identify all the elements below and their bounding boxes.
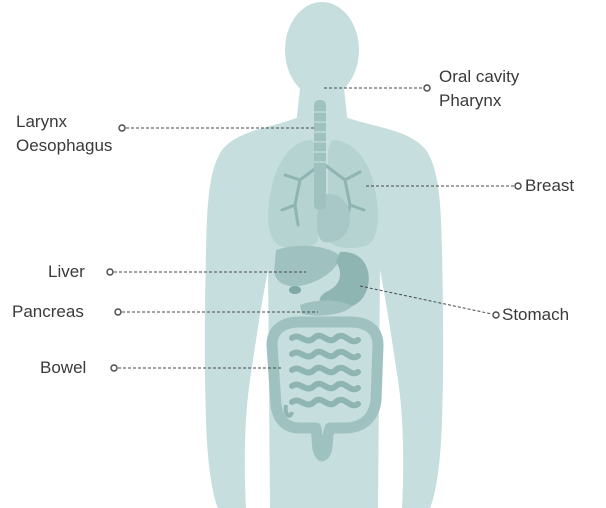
trachea xyxy=(314,100,326,210)
endpoint-liver xyxy=(107,269,113,275)
endpoint-breast xyxy=(515,183,521,189)
endpoint-larynx xyxy=(119,125,125,131)
endpoint-oral-cavity xyxy=(424,85,430,91)
label-breast: Breast xyxy=(525,176,574,196)
label-stomach: Stomach xyxy=(502,305,569,325)
label-oral-cavity: Oral cavity xyxy=(439,67,519,87)
label-liver: Liver xyxy=(48,262,85,282)
label-pharynx: Pharynx xyxy=(439,91,501,111)
gallbladder xyxy=(289,286,301,294)
label-bowel: Bowel xyxy=(40,358,86,378)
endpoint-pancreas xyxy=(115,309,121,315)
label-larynx: Larynx xyxy=(16,112,67,132)
endpoint-bowel xyxy=(111,365,117,371)
label-pancreas: Pancreas xyxy=(12,302,84,322)
label-oesophagus: Oesophagus xyxy=(16,136,112,156)
endpoint-stomach xyxy=(493,312,499,318)
